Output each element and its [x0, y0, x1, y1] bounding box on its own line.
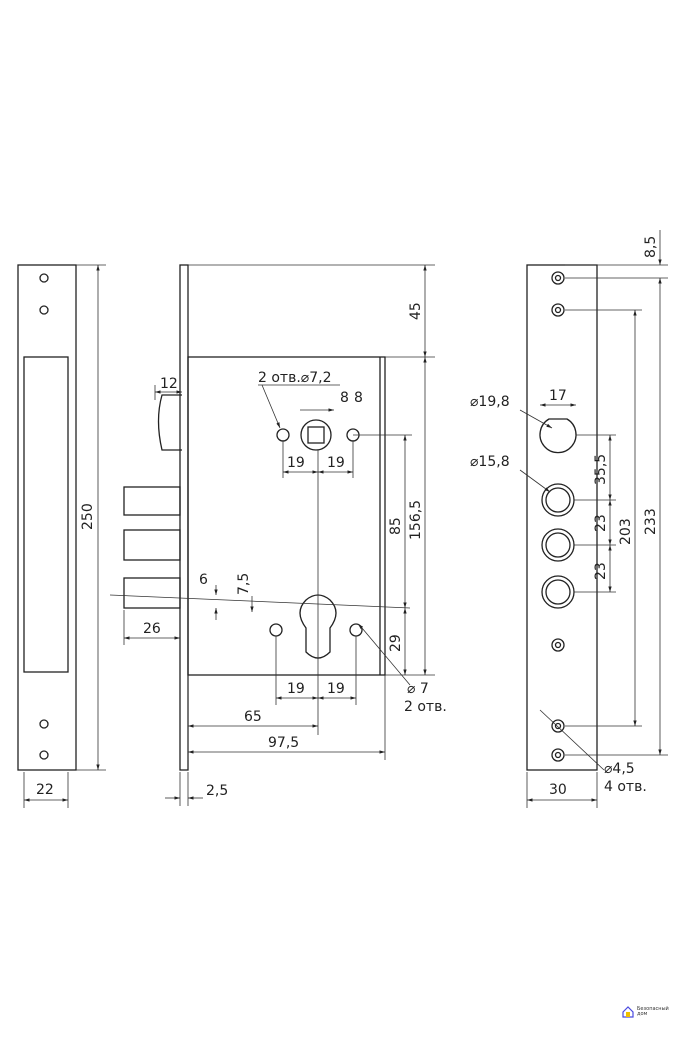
brand-logo: Безопасный дом	[622, 1006, 671, 1018]
dim-29: 29	[388, 634, 404, 652]
label-holes-7-count: 2 отв.	[404, 699, 447, 715]
house-icon	[622, 1006, 634, 1018]
dim-26: 26	[143, 621, 161, 637]
dim-250: 250	[80, 503, 96, 530]
dim-35-5: 35,5	[593, 454, 609, 485]
label-holes-7: ⌀ 7	[407, 681, 429, 697]
dim-233: 233	[643, 508, 659, 535]
logo-text: Безопасный дом	[637, 1006, 669, 1017]
dim-97-5: 97,5	[268, 735, 299, 751]
dim-6: 6	[199, 572, 208, 588]
dim-2-5: 2,5	[206, 783, 228, 799]
label-square-8-value: 8	[354, 390, 363, 406]
dim-23: 23	[593, 514, 609, 532]
label-holes-7-2: 2 отв.⌀7,2	[258, 370, 331, 386]
dim-7-5: 7,5	[236, 573, 252, 595]
dim-19: 19	[287, 455, 305, 471]
dim-65: 65	[244, 709, 262, 725]
dim-85: 85	[388, 517, 404, 535]
dim-19: 19	[327, 455, 345, 471]
dim-8-5: 8,5	[643, 236, 659, 258]
label-dia-15-8: ⌀15,8	[470, 454, 510, 470]
lock-body	[109, 264, 435, 806]
dim-203: 203	[618, 518, 634, 545]
label-square-8: 8	[340, 390, 349, 406]
faceplate	[519, 230, 668, 808]
dim-30: 30	[549, 782, 567, 798]
dim-23: 23	[593, 562, 609, 580]
dim-12: 12	[160, 376, 178, 392]
label-dia-4-5: ⌀4,5	[604, 761, 635, 777]
label-holes-4-count: 4 отв.	[604, 779, 647, 795]
dim-19: 19	[327, 681, 345, 697]
label-dia-19-8: ⌀19,8	[470, 394, 510, 410]
dim-45: 45	[408, 302, 424, 320]
dim-17: 17	[549, 388, 567, 404]
dim-19: 19	[287, 681, 305, 697]
strike-plate	[17, 264, 106, 808]
dim-156-5: 156,5	[408, 500, 424, 540]
dim-22: 22	[36, 782, 54, 798]
